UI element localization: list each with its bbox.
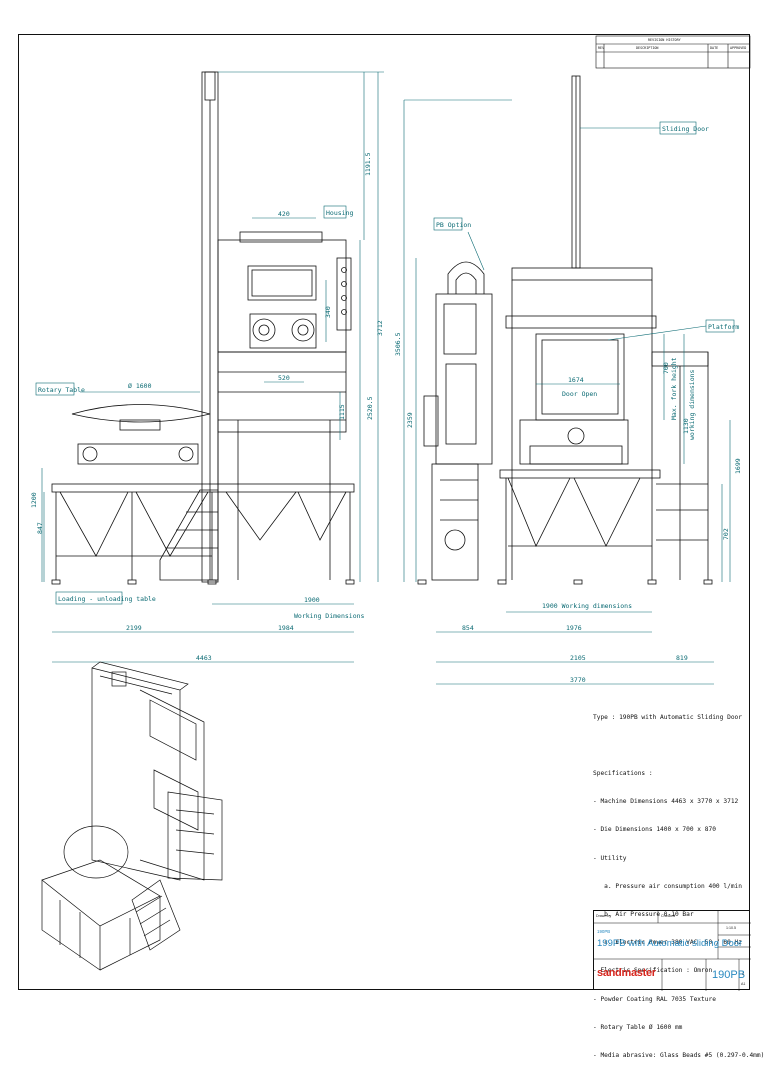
dim-1984: 1984 bbox=[278, 624, 294, 632]
door-open-width: 1674 bbox=[568, 376, 584, 384]
dim-3712: 3712 bbox=[376, 320, 384, 336]
dim-1600: Ø 1600 bbox=[128, 382, 152, 390]
specifications-heading: Specifications : bbox=[593, 769, 653, 777]
dim-1200: 1200 bbox=[30, 492, 38, 508]
spec-item: b. Air Pressure 0-10 Bar bbox=[593, 910, 694, 918]
dim-420: 420 bbox=[278, 210, 290, 218]
revision-title: REVISION HISTORY bbox=[648, 38, 681, 42]
left-elevation-view bbox=[51, 71, 355, 585]
dim-1699: 1699 bbox=[734, 458, 742, 474]
left-dimension-lines bbox=[41, 71, 384, 663]
dim-1115: 1115 bbox=[338, 404, 346, 420]
isometric-view bbox=[41, 661, 223, 971]
technical-drawing: Housing Rotary Table Loading - unloading… bbox=[30, 35, 751, 971]
revision-col-description: DESCRIPTION bbox=[636, 46, 659, 50]
sliding-door-callout: Sliding Door bbox=[662, 125, 709, 133]
revision-col-date: DATE bbox=[710, 46, 719, 50]
drawing-sheet-border bbox=[18, 34, 750, 990]
spec-item: - Media abrasive: Glass Beads #5 (0.297-… bbox=[593, 1052, 765, 1060]
title-block: Drawn by Checked 1:10.5 190PB 199PB with… bbox=[593, 910, 751, 991]
machine-type: Type : 190PB with Automatic Sliding Door bbox=[593, 713, 743, 721]
spec-item: - Machine Dimensions 4463 x 3770 x 3712 bbox=[593, 798, 739, 806]
dim-3506-5: 3506.5 bbox=[394, 332, 402, 356]
right-dimension-lines bbox=[403, 99, 731, 685]
housing-callout: Housing bbox=[326, 209, 353, 217]
drawing-number: 190PB bbox=[712, 969, 746, 981]
dim-1191-5: 1191.5 bbox=[364, 152, 372, 176]
spec-item: a. Pressure air consumption 400 l/min bbox=[593, 882, 743, 890]
scale-value: 1:10.5 bbox=[726, 926, 736, 930]
dim-340: 340 bbox=[324, 306, 332, 318]
dim-819: 819 bbox=[676, 654, 688, 662]
spec-item: - Rotary Table Ø 1600 mm bbox=[593, 1023, 683, 1031]
checked-label: Checked bbox=[661, 914, 676, 918]
dim-702: 702 bbox=[722, 528, 730, 540]
dimension-values: 420 340 520 Ø 1600 1191.5 3712 2520.5 11… bbox=[30, 152, 742, 684]
specifications-block: Type : 190PB with Automatic Sliding Door… bbox=[593, 694, 765, 1070]
title-block-grid bbox=[594, 911, 751, 991]
working-dimensions-left: Working Dimensions bbox=[294, 612, 365, 620]
dim-2520-5: 2520.5 bbox=[366, 396, 374, 420]
dim-1900-left: 1900 bbox=[304, 596, 320, 604]
dim-1130: 1130 bbox=[682, 418, 690, 434]
spec-item: - Utility bbox=[593, 854, 627, 862]
revision-table-grid bbox=[595, 35, 751, 69]
right-elevation-view bbox=[417, 75, 713, 585]
project-name: 190PB bbox=[597, 929, 611, 934]
working-dimensions-vertical: working dimensions bbox=[688, 369, 696, 440]
drawn-by-label: Drawn by bbox=[596, 914, 612, 918]
dim-2199: 2199 bbox=[126, 624, 142, 632]
sheet-number: 1 bbox=[742, 972, 744, 976]
dim-1976: 1976 bbox=[566, 624, 582, 632]
sheet-size: A1 bbox=[741, 982, 746, 986]
spec-item: - Powder Coating RAL 7035 Texture bbox=[593, 995, 716, 1003]
callout-labels: Housing Rotary Table Loading - unloading… bbox=[35, 121, 739, 620]
dim-847: 847 bbox=[36, 522, 44, 534]
spec-item: - Die Dimensions 1400 x 700 x 870 bbox=[593, 826, 716, 834]
sandmaster-logo: sandmaster bbox=[597, 967, 656, 979]
revision-col-rev: REV bbox=[598, 46, 605, 50]
spec-item: - Electric Specification : Omron bbox=[593, 967, 713, 975]
dim-520: 520 bbox=[278, 374, 290, 382]
platform-callout: Platform bbox=[708, 323, 739, 331]
dim-4463: 4463 bbox=[196, 654, 212, 662]
revision-history-block: REVISION HISTORY REV DESCRIPTION DATE AP… bbox=[596, 36, 750, 70]
rotary-table-callout: Rotary Table bbox=[38, 386, 85, 394]
revision-col-approved: APPROVED bbox=[730, 46, 747, 50]
dim-2359: 2359 bbox=[406, 412, 414, 428]
dim-2105: 2105 bbox=[570, 654, 586, 662]
dim-3770: 3770 bbox=[570, 676, 586, 684]
working-dimensions-right: 1900 Working dimensions bbox=[542, 602, 632, 610]
max-fork-height: Max. fork height bbox=[670, 357, 678, 420]
loading-table-callout: Loading - unloading table bbox=[58, 595, 156, 603]
dim-700: 700 bbox=[662, 362, 670, 374]
door-open-label: Door Open bbox=[562, 390, 597, 398]
drawing-title: 199PB with Automatic sliding Door bbox=[597, 938, 743, 949]
dim-854: 854 bbox=[462, 624, 474, 632]
pb-option-callout: PB Option bbox=[436, 221, 471, 229]
